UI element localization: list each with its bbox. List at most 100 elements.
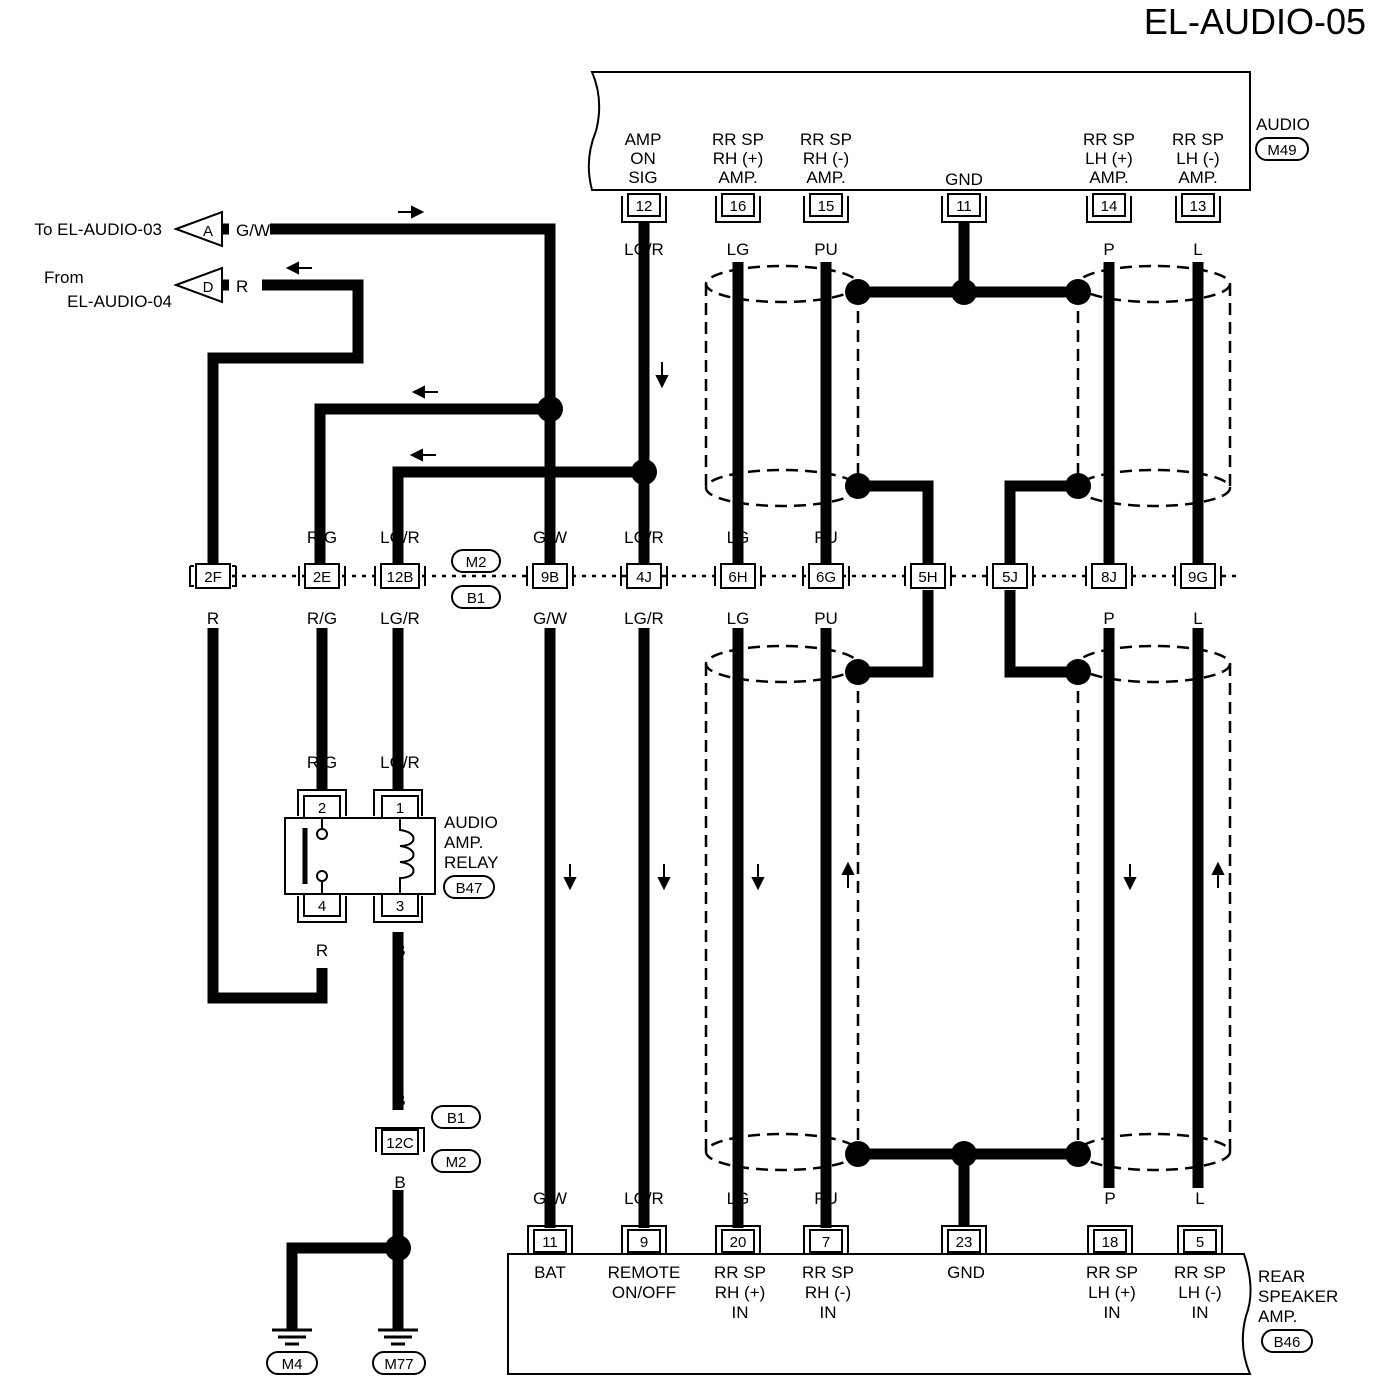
svg-text:G/W: G/W <box>533 1189 567 1208</box>
svg-text:2: 2 <box>318 800 326 817</box>
offpage-to-connector: To EL-AUDIO-03 A G/W <box>34 210 270 248</box>
svg-text:PU: PU <box>814 1189 838 1208</box>
arrow-left-icon <box>411 385 438 399</box>
svg-text:BAT: BAT <box>534 1263 566 1282</box>
joint-pin-9B: 9B <box>526 563 574 589</box>
svg-text:LH (-): LH (-) <box>1178 1283 1221 1302</box>
joint-pin-6G: 6G <box>802 563 850 589</box>
svg-text:L: L <box>1193 240 1202 259</box>
svg-text:2E: 2E <box>313 569 331 586</box>
svg-text:G/W: G/W <box>533 609 567 628</box>
audio-t15-label-2: RH (-) <box>803 149 849 168</box>
ground-icon <box>378 1328 418 1346</box>
arrow-down-icon <box>751 864 765 891</box>
grounds: B M4 B M77 <box>266 1295 426 1375</box>
ground-icon <box>272 1328 312 1346</box>
svg-text:M2: M2 <box>446 1154 467 1171</box>
joint-pin-12B: 12B <box>374 563 426 589</box>
svg-text:5J: 5J <box>1002 569 1018 586</box>
svg-text:B: B <box>394 1173 405 1192</box>
audio-amp-relay: R/G LG/R 2 1 4 3 R B AUDIO AMP. RELAY B4… <box>284 753 499 960</box>
svg-text:R: R <box>236 277 248 296</box>
svg-text:L: L <box>1195 1189 1204 1208</box>
svg-text:LG: LG <box>727 528 750 547</box>
svg-text:LG/R: LG/R <box>624 528 664 547</box>
svg-text:R/G: R/G <box>307 528 337 547</box>
svg-text:EL-AUDIO-04: EL-AUDIO-04 <box>67 292 172 311</box>
svg-text:B46: B46 <box>1274 1334 1301 1351</box>
svg-text:11: 11 <box>542 1234 558 1251</box>
joint-pin-2F: 2F <box>189 563 237 589</box>
audio-connector-id: M49 <box>1267 142 1296 159</box>
audio-t12-label-1: AMP <box>625 130 662 149</box>
junction-dot <box>951 279 977 305</box>
svg-text:7: 7 <box>822 1234 830 1251</box>
svg-text:RH (+): RH (+) <box>715 1283 766 1302</box>
joint-connector-ids: M2 B1 <box>451 549 501 609</box>
svg-text:12: 12 <box>636 198 653 215</box>
wires <box>207 222 1204 1330</box>
svg-text:5: 5 <box>1196 1234 1204 1251</box>
svg-text:P: P <box>1103 609 1114 628</box>
svg-text:IN: IN <box>1192 1303 1209 1322</box>
audio-t13-label-3: AMP. <box>1178 168 1217 187</box>
svg-text:4: 4 <box>318 898 326 915</box>
ground-joint: B 12C B B1 M2 <box>375 1091 481 1192</box>
svg-text:M2: M2 <box>466 554 487 571</box>
joint-pin-5J: 5J <box>986 563 1034 589</box>
svg-text:B: B <box>392 1295 403 1314</box>
svg-text:18: 18 <box>1102 1234 1119 1251</box>
svg-text:16: 16 <box>730 198 747 215</box>
svg-text:2F: 2F <box>204 569 222 586</box>
svg-text:11: 11 <box>956 198 972 215</box>
svg-text:4J: 4J <box>636 569 652 586</box>
joint-pin-8J: 8J <box>1085 563 1133 589</box>
audio-t14-label-2: LH (+) <box>1085 149 1133 168</box>
arrow-left-icon <box>409 448 436 462</box>
svg-text:IN: IN <box>820 1303 837 1322</box>
joint-pin-4J: 4J <box>620 563 668 589</box>
svg-text:LG/R: LG/R <box>624 1189 664 1208</box>
svg-text:12C: 12C <box>386 1135 414 1152</box>
svg-text:RR SP: RR SP <box>1086 1263 1138 1282</box>
relay-coil-icon <box>399 818 415 894</box>
svg-text:P: P <box>1103 528 1114 547</box>
current-arrows <box>285 205 1225 891</box>
svg-text:LG: LG <box>727 240 750 259</box>
svg-text:9: 9 <box>640 1234 648 1251</box>
svg-text:3: 3 <box>396 898 404 915</box>
svg-text:8J: 8J <box>1101 569 1117 586</box>
joint-connector: R R/G LG/R G/W LG/R LG PU P L R R/G LG/R… <box>189 528 1236 628</box>
svg-text:L: L <box>1193 528 1202 547</box>
arrow-right-icon <box>398 205 425 219</box>
svg-text:LG: LG <box>727 609 750 628</box>
joint-pin-2E: 2E <box>298 563 346 589</box>
audio-wire-labels: LG/R LG PU P L <box>624 240 1203 259</box>
audio-t14-label-1: RR SP <box>1083 130 1135 149</box>
rear-amp-body <box>507 1253 1252 1375</box>
svg-text:23: 23 <box>956 1234 973 1251</box>
svg-text:9B: 9B <box>541 569 559 586</box>
svg-text:RELAY: RELAY <box>444 853 499 872</box>
svg-text:AUDIO: AUDIO <box>444 813 498 832</box>
svg-text:IN: IN <box>1104 1303 1121 1322</box>
svg-text:6G: 6G <box>816 569 836 586</box>
svg-text:G/W: G/W <box>236 221 270 240</box>
audio-t15-label-1: RR SP <box>800 130 852 149</box>
arrow-down-icon <box>1123 864 1137 891</box>
svg-text:AMP.: AMP. <box>1258 1307 1297 1326</box>
svg-text:GND: GND <box>947 1263 985 1282</box>
audio-connector-badge <box>1255 137 1309 161</box>
offpage-from-connector: From EL-AUDIO-04 D R <box>44 266 248 311</box>
svg-text:M4: M4 <box>282 1356 303 1373</box>
arrow-down-icon <box>563 864 577 891</box>
junction-dot <box>951 1141 977 1167</box>
svg-text:LG/R: LG/R <box>624 609 664 628</box>
svg-text:RH (-): RH (-) <box>805 1283 851 1302</box>
svg-text:R: R <box>207 609 219 628</box>
junction-dot <box>631 459 657 485</box>
audio-t13-label-1: RR SP <box>1172 130 1224 149</box>
audio-pin-14: 14 <box>1086 193 1132 223</box>
arrow-left-icon <box>285 261 312 275</box>
